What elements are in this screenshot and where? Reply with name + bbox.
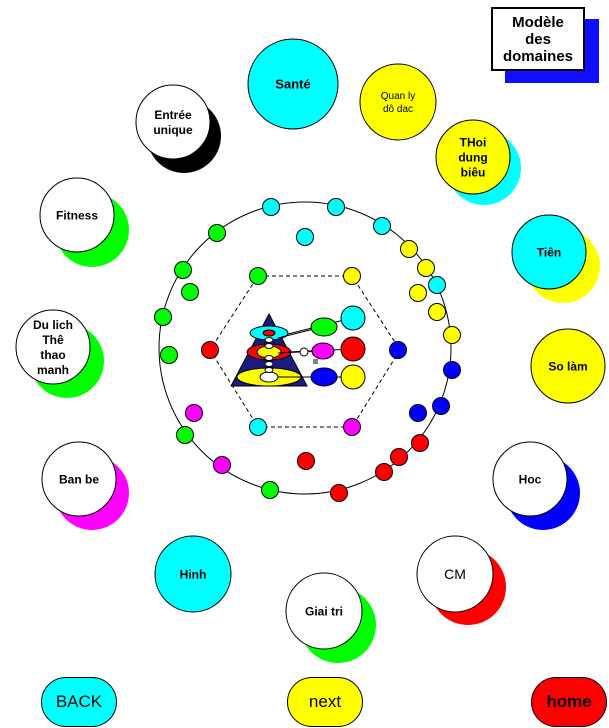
node-cyan [340, 305, 366, 331]
domain-label-ti-n: Tiên [537, 245, 561, 259]
domain-label-ban-be: Ban be [59, 472, 99, 486]
junction-dot [299, 347, 309, 357]
orbit-dot [409, 404, 427, 422]
orbit-dot [443, 361, 461, 379]
orbit-dot [208, 224, 226, 242]
pyramid-ring [264, 355, 274, 361]
orbit-dot [409, 284, 427, 302]
orbit-dot [160, 346, 178, 364]
domain-sant [247, 38, 339, 130]
junction-square [313, 359, 318, 364]
orbit-dot [296, 228, 314, 246]
ellipse-blue [310, 367, 338, 387]
orbit-dot [297, 452, 315, 470]
orbit-dot [154, 308, 172, 326]
back-button[interactable]: BACK [41, 677, 117, 727]
domain-label-fitness: Fitness [56, 208, 98, 222]
orbit-dot [432, 397, 450, 415]
domain-label-hinh: Hinh [180, 567, 207, 581]
orbit-dot [390, 448, 408, 466]
pyramid-ring [264, 343, 274, 349]
home-button[interactable]: home [531, 677, 607, 727]
orbit-dot [176, 426, 194, 444]
orbit-dot [213, 456, 231, 474]
orbit-dot [185, 404, 203, 422]
node-yellow [340, 364, 366, 390]
node-red [340, 336, 366, 362]
orbit-dot [375, 463, 393, 481]
orbit-dot [343, 267, 361, 285]
domain-du-lich [15, 309, 91, 385]
domain-cm [416, 535, 494, 613]
pyramid-ring [264, 337, 274, 343]
domain-label-giai-tri: Giai tri [305, 604, 343, 618]
domain-label-hoc: Hoc [519, 472, 542, 486]
domain-thoi [435, 119, 511, 195]
domain-label-so-l-m: So làm [548, 359, 587, 373]
domain-entr-e [135, 84, 211, 160]
orbit-dot [343, 418, 361, 436]
pyramid-core-red [262, 329, 276, 337]
orbit-dot [417, 259, 435, 277]
orbit-dot [249, 418, 267, 436]
domain-ban-be [41, 441, 117, 517]
orbit-dot [261, 481, 279, 499]
domain-quan-ly [359, 63, 437, 141]
next-button[interactable]: next [287, 677, 363, 727]
pyramid-core-white [259, 371, 279, 383]
orbit-dot [389, 341, 407, 359]
domain-fitness [39, 177, 115, 253]
pyramid-ring [264, 367, 274, 373]
orbit-dot [373, 217, 391, 235]
outer-orbit [158, 201, 452, 495]
ellipse-green [310, 317, 338, 337]
pyramid-ring [264, 361, 274, 367]
orbit-dot [181, 283, 199, 301]
orbit-dot [174, 261, 192, 279]
orbit-dot [249, 267, 267, 285]
orbit-dot [428, 303, 446, 321]
page-title: Modèle des domaines [491, 7, 585, 71]
domain-ti-n [511, 214, 587, 290]
domain-so-l-m [530, 328, 606, 404]
ellipse-magenta [311, 342, 335, 360]
orbit-dot [400, 240, 418, 258]
orbit-dot [411, 434, 429, 452]
domain-hoc [492, 441, 568, 517]
orbit-dot [330, 484, 348, 502]
domain-hinh [154, 535, 232, 613]
orbit-dot [443, 326, 461, 344]
domain-label-cm: CM [444, 566, 466, 582]
orbit-dot [201, 341, 219, 359]
orbit-dot [428, 276, 446, 294]
orbit-dot [327, 198, 345, 216]
domain-giai-tri [285, 572, 363, 650]
domain-label-sant: Santé [275, 77, 310, 92]
orbit-dot [262, 198, 280, 216]
